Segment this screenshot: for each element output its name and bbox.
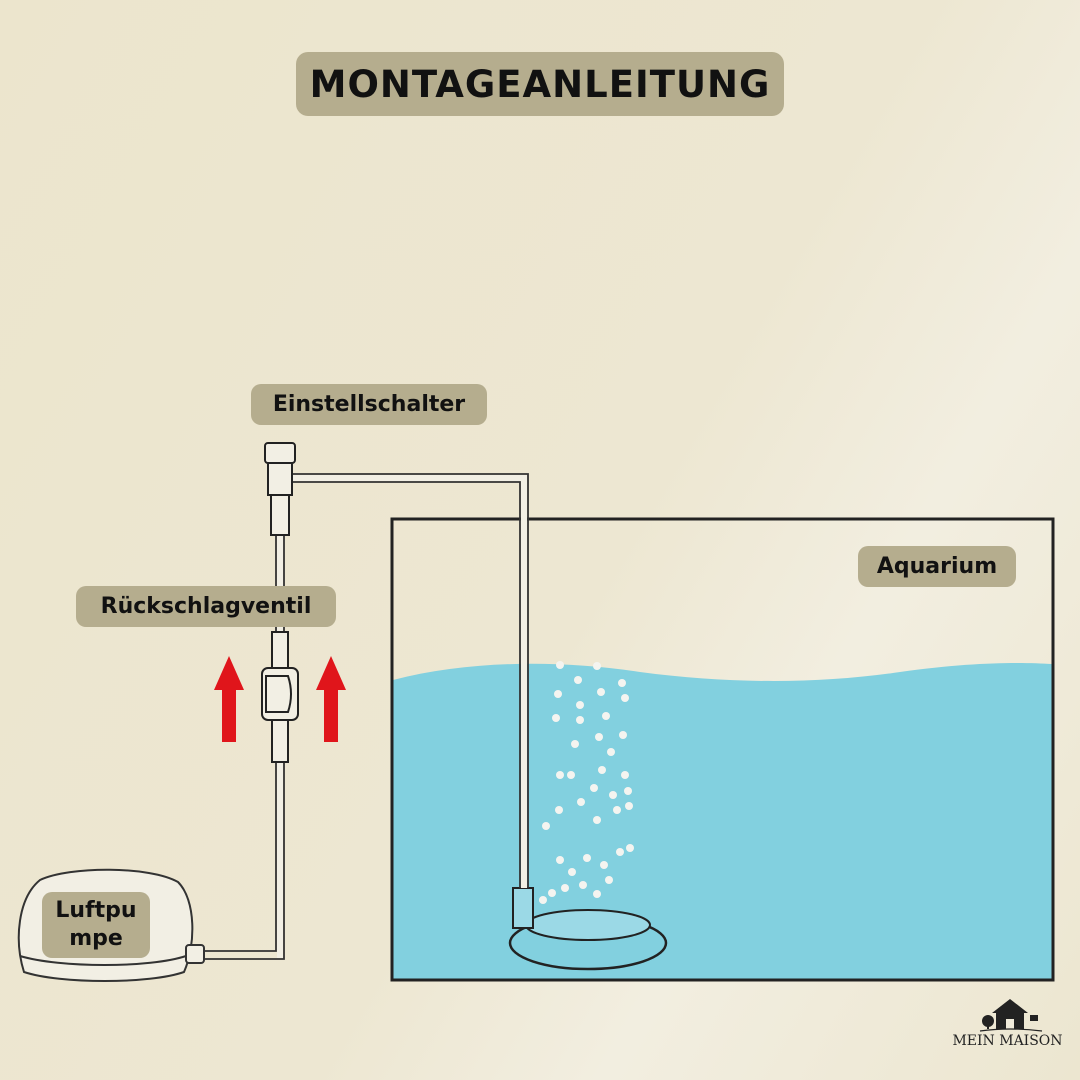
air-bubbles: [539, 661, 634, 904]
flow-arrows: [214, 656, 346, 742]
brand-name: MEIN MAISON: [952, 1033, 1063, 1049]
adjustment-switch-label: Einstellschalter: [251, 384, 487, 425]
air-stone: [508, 887, 668, 971]
check-valve: [261, 631, 299, 763]
adjustment-switch: [264, 442, 296, 536]
house-logo-icon: [979, 999, 1043, 1032]
flow-arrow-left: [214, 656, 244, 742]
check-valve-label: Rückschlagventil: [76, 586, 336, 627]
air-pump-label: Luftpu mpe: [42, 892, 150, 958]
flow-arrow-right: [316, 656, 346, 742]
aquarium-label: Aquarium: [858, 546, 1016, 587]
page-title: MONTAGEANLEITUNG: [296, 52, 784, 116]
aquarium-tank: [390, 517, 1055, 982]
aquarium-water: [393, 662, 1052, 980]
brand-logo: MEIN MAISON: [950, 995, 1065, 1065]
